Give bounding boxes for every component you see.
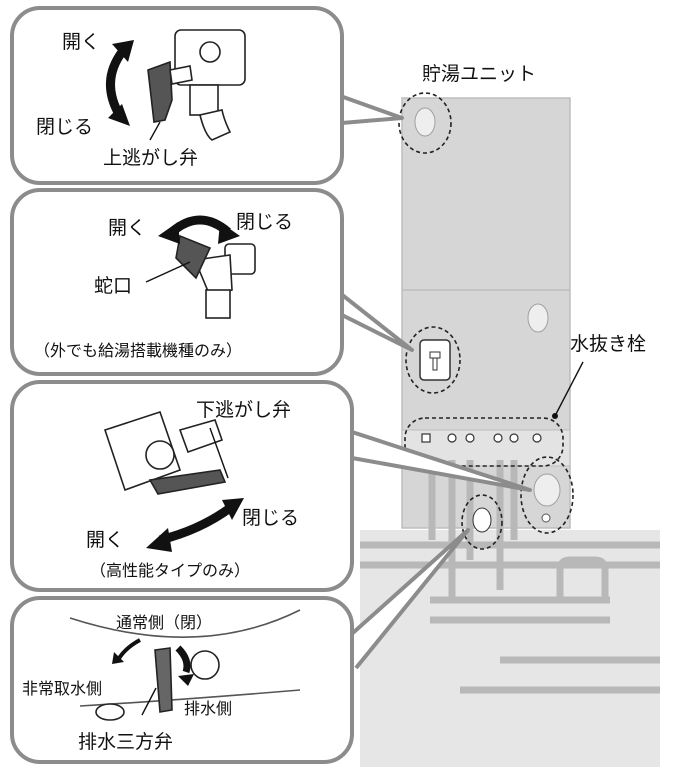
callout-box-upper: [10, 6, 344, 185]
upper-valve-arrow: [106, 40, 134, 126]
highlight-upper-valve: [398, 92, 452, 154]
base-area: [360, 530, 660, 767]
lower-valve-lever: [148, 469, 227, 495]
upper-valve-illustration: [147, 29, 246, 141]
three-way-outlet: [95, 703, 125, 721]
floor-pipes: [360, 541, 660, 694]
pointer-faucet: [334, 288, 414, 352]
three-way-arrows: [112, 638, 194, 686]
three-way-leader: [141, 687, 157, 716]
three-way-illustration: [69, 609, 301, 721]
storage-unit: [360, 92, 660, 767]
lower-valve-leader: [209, 427, 229, 479]
faucet-icon-small: [429, 351, 441, 371]
callout-box-faucet: [10, 188, 344, 376]
lower-valve-note: （高性能タイプのみ）: [90, 561, 250, 580]
unit-title: 貯湯ユニット: [422, 63, 536, 85]
pointer-three-way: [343, 528, 470, 670]
highlight-drain-plugs: [404, 417, 564, 467]
three-way-pipe-line: [69, 609, 301, 638]
upper-valve-neck: [189, 84, 219, 116]
faucet-arrow: [158, 215, 240, 244]
upper-valve-close-label: 閉じる: [36, 116, 93, 138]
faucet-spout-arm: [193, 254, 233, 297]
highlight-lower-valve: [520, 456, 574, 534]
faucet-leader: [145, 261, 191, 283]
faucet-name: 蛇口: [94, 275, 132, 297]
drain-plug-label: 水抜き栓: [570, 333, 646, 355]
three-way-port: [190, 650, 220, 680]
upper-valve-port: [414, 107, 436, 137]
highlight-faucet: [405, 326, 461, 394]
faucet-open-label: 開く: [108, 217, 146, 239]
lower-valve-arrow: [146, 498, 244, 552]
inner-pipes: [428, 460, 518, 600]
three-way-valve-small: [472, 507, 492, 533]
three-way-normal-label: 通常側（閉）: [116, 613, 212, 632]
u-pipe: [556, 556, 609, 600]
lower-valve-pipe: [178, 419, 224, 454]
upper-valve-name: 上逃がし弁: [103, 147, 198, 169]
three-way-emergency-label: 非常取水側: [22, 679, 102, 698]
faucet-illustration: [175, 234, 256, 319]
three-way-drain-label: 排水側: [184, 699, 232, 718]
three-way-name: 排水三方弁: [78, 731, 173, 753]
lower-valve-illustration: [103, 410, 227, 495]
drain-plug-leader: [555, 361, 584, 415]
lower-valve-port: [533, 473, 561, 507]
lower-valve-name: 下逃がし弁: [196, 399, 291, 421]
lower-valve-close-label: 閉じる: [242, 507, 299, 529]
lower-valve-open-label: 開く: [86, 529, 124, 551]
faucet-close-label: 閉じる: [236, 211, 293, 233]
upper-valve-link: [169, 65, 193, 85]
small-port: [541, 513, 551, 523]
upper-valve-port-ring: [199, 41, 221, 63]
side-port: [527, 303, 549, 333]
drain-plug-leader-dot: [552, 413, 558, 419]
faucet-outlet: [205, 289, 231, 319]
upper-valve-lever: [147, 60, 173, 123]
lower-valve-body: [103, 410, 182, 492]
upper-valve-pipe: [199, 109, 232, 141]
upper-valve-leader: [149, 121, 161, 141]
three-way-handle: [154, 647, 173, 713]
faucet-note: （外でも給湯搭載機種のみ）: [34, 341, 242, 360]
faucet-handle: [175, 234, 212, 280]
pointer-lower: [351, 430, 532, 492]
callout-pointers: [317, 86, 532, 670]
highlight-three-way: [461, 494, 503, 550]
drain-plug-row: [421, 433, 542, 443]
upper-valve-open-label: 開く: [62, 31, 100, 53]
lower-valve-ring: [145, 440, 175, 470]
